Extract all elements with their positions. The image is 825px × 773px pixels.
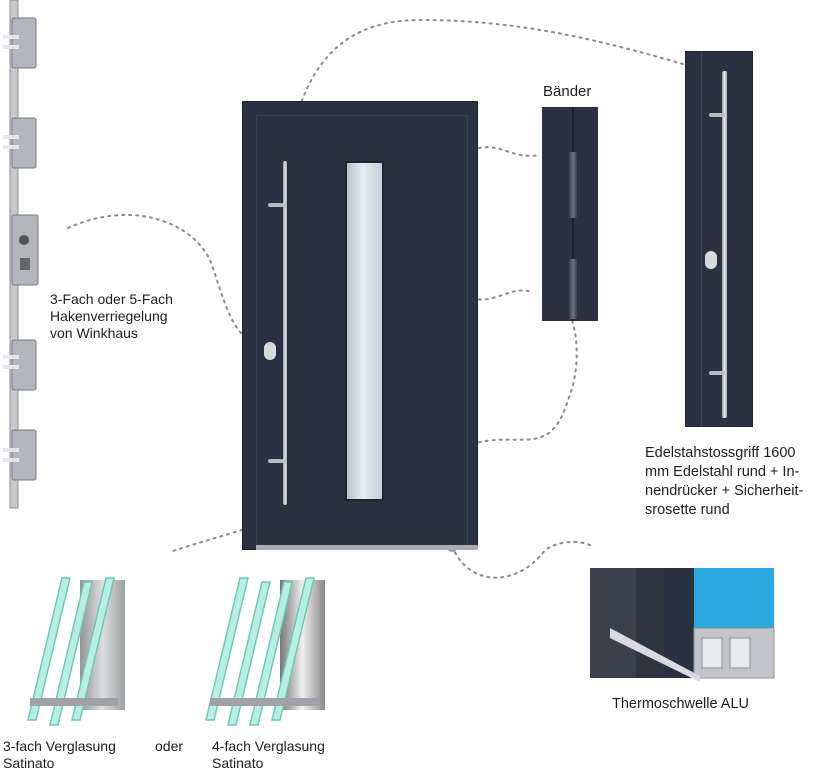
lock-label-line2: Hakenverriegelung	[50, 308, 168, 324]
connector-hinge-low	[471, 319, 578, 445]
door-bar-handle	[283, 161, 287, 505]
connector-lock	[67, 214, 269, 351]
oder-label: oder	[155, 738, 184, 754]
handle-detail-bar	[722, 71, 727, 418]
threshold-label: Thermoschwelle ALU	[612, 696, 749, 712]
connector-hinge-mid	[471, 289, 533, 301]
connector-hinge-top	[471, 146, 541, 157]
handle-label-line4: srosette rund	[645, 502, 730, 518]
handle-label: Edelstahstossgriff 1600 mm Edelstahl run…	[645, 444, 803, 520]
glazing-4-label: 4-fach Verglasung Satinato	[212, 738, 325, 772]
hinge-lower	[569, 259, 577, 319]
lock-label-line3: von Winkhaus	[50, 325, 138, 341]
door-handle-mount-top	[268, 203, 285, 207]
hinges-label: Bänder	[543, 83, 592, 100]
glazing-3-label-line1: 3-fach Verglasung	[3, 738, 116, 754]
glazing-3-label-line2: Satinato	[3, 755, 55, 771]
lock-strip-image	[0, 0, 50, 510]
glazing-4-label-line1: 4-fach Verglasung	[212, 738, 325, 754]
hinge-upper	[569, 152, 577, 218]
lock-label-line1: 3-Fach oder 5-Fach	[50, 291, 173, 307]
glazing-4-label-line2: Satinato	[212, 755, 264, 771]
glazing-3-label: 3-fach Verglasung Satinato	[3, 738, 116, 772]
handle-label-line1: Edelstahstossgriff 1600	[645, 445, 796, 461]
door-threshold	[256, 545, 478, 550]
handle-label-line2: mm Edelstahl rund + In-	[645, 464, 800, 480]
hinge-detail-image	[542, 107, 598, 321]
connector-threshold	[451, 540, 593, 579]
door-image	[242, 101, 478, 550]
threshold-image	[590, 568, 790, 688]
glazing-4-image	[200, 570, 335, 730]
glazing-3-image	[10, 570, 135, 730]
handle-detail-image	[685, 51, 753, 427]
handle-detail-rosette	[705, 251, 717, 269]
door-lock-rosette	[264, 342, 276, 360]
lock-label: 3-Fach oder 5-Fach Hakenverriegelung von…	[50, 291, 173, 342]
door-handle-mount-bottom	[268, 459, 285, 463]
door-glass-panel	[345, 161, 384, 501]
handle-label-line3: nendrücker + Sicherheit-	[645, 483, 804, 499]
connector-handle-detail	[285, 18, 691, 163]
